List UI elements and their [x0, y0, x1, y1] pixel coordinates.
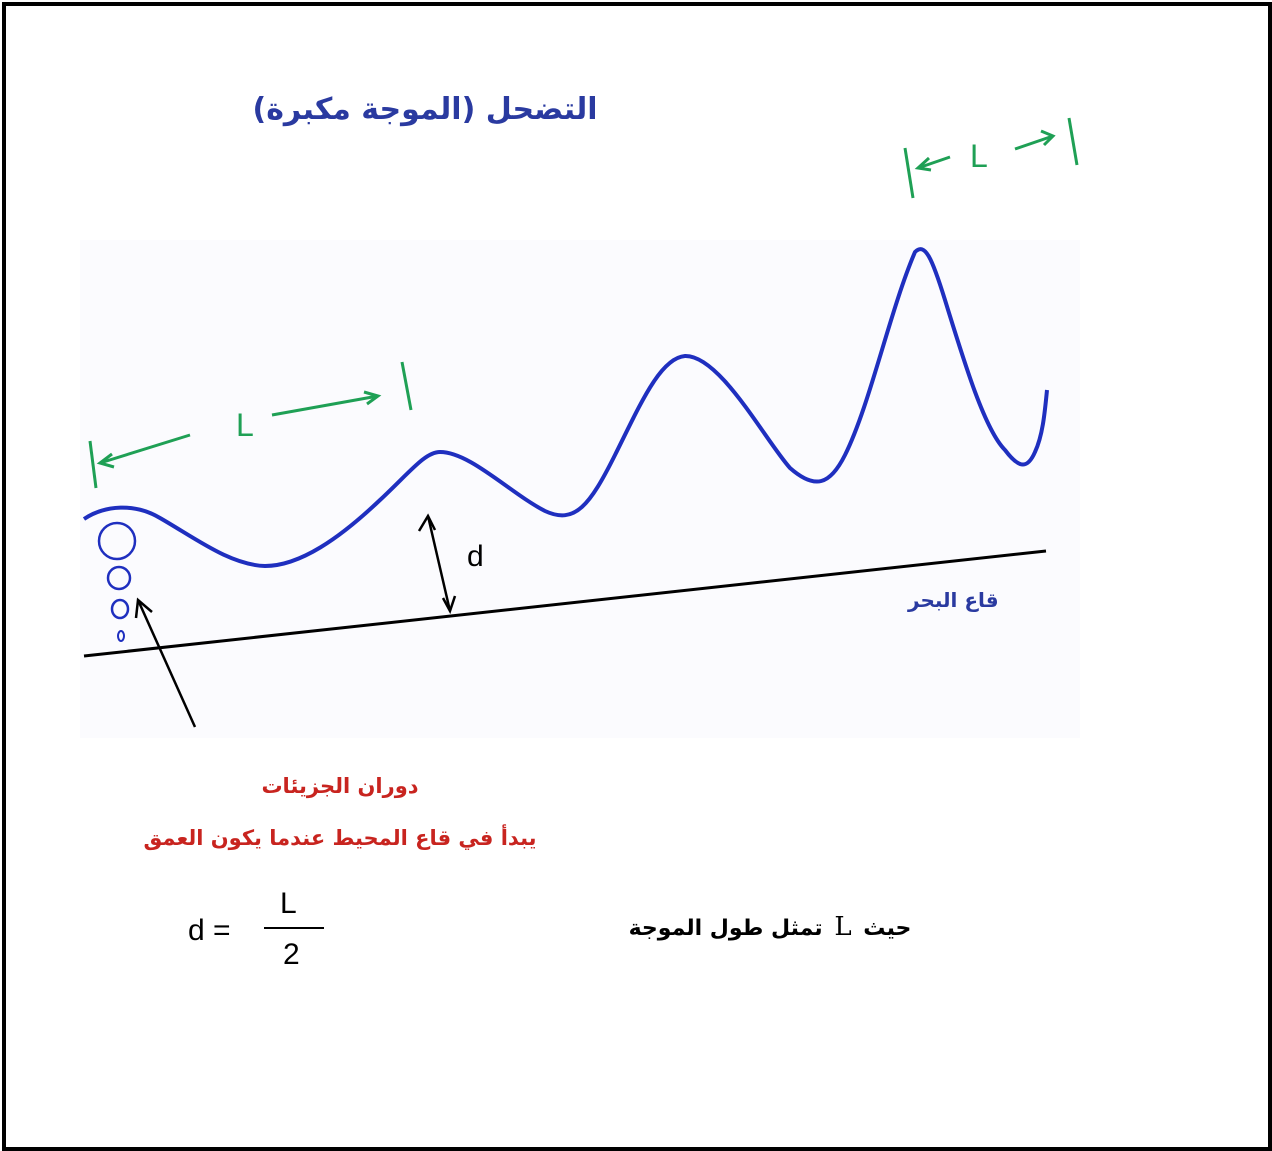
orbit-circle-2 [106, 565, 132, 591]
wave-curve [82, 247, 1049, 568]
definition-prefix: حيث [863, 916, 912, 941]
wavelength-marker-right [903, 117, 1079, 199]
orbit-circle-4 [117, 630, 125, 642]
fraction-bar [264, 927, 324, 929]
wavelength-marker-left [88, 361, 413, 489]
formula-denominator: 2 [283, 938, 300, 971]
formula-numerator: L [280, 887, 297, 920]
orbit-circle-3 [110, 598, 130, 620]
wavelength-definition: حيث L تمثل طول الموجة [590, 912, 950, 942]
diagram-panel [80, 240, 1080, 738]
pointer-arrow [134, 597, 197, 728]
particle-rotation-line-2: يبدأ في قاع المحيط عندما يكون العمق [143, 826, 537, 850]
seabed-line [83, 549, 1047, 658]
particle-rotation-line-1: دوران الجزيئات [261, 774, 419, 798]
depth-label: d [467, 540, 484, 573]
definition-suffix: تمثل طول الموجة [628, 916, 823, 941]
definition-symbol: L [834, 912, 852, 942]
formula-lhs: d = [188, 914, 231, 947]
diagram-title: التضحل (الموجة مكبرة) [252, 92, 598, 127]
seabed-label: قاع البحر [908, 588, 999, 612]
wavelength-label-right: L [970, 138, 988, 174]
depth-arrow [417, 513, 457, 615]
wavelength-label-left: L [236, 407, 254, 443]
orbit-circle-1 [97, 521, 137, 561]
